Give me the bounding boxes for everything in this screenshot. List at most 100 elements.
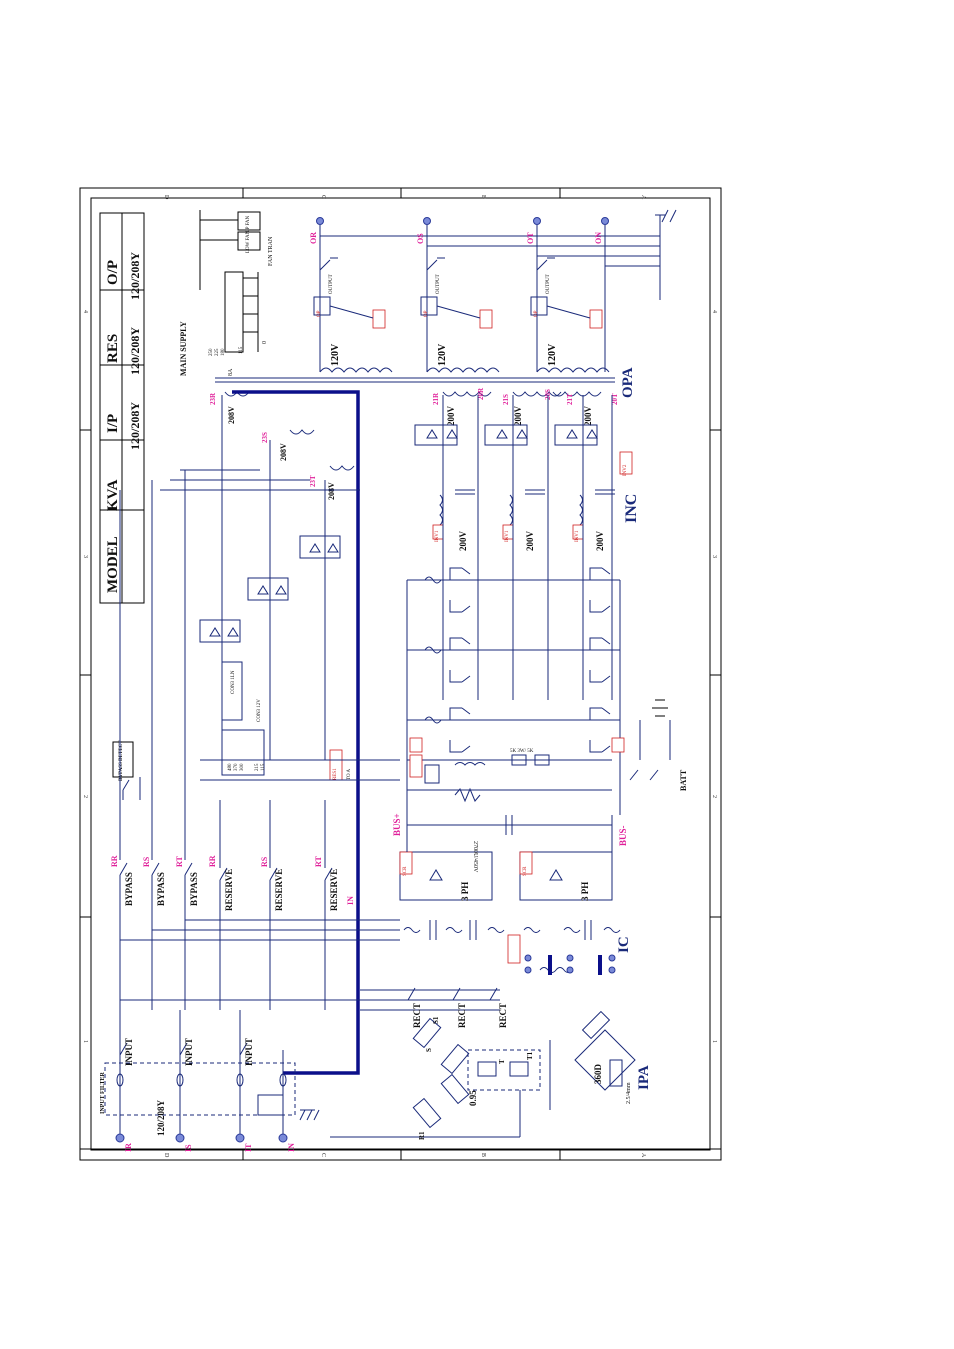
bridge-label: 3 PH (580, 882, 590, 901)
border-bottom-col: D (163, 1153, 169, 1158)
ct-label: T (498, 1059, 506, 1064)
reserve-phase: RS (260, 856, 269, 867)
bypass-detect-label: BYPASS DETECT (119, 740, 124, 781)
inv2-tag: INV2 (623, 464, 628, 476)
res-tap: 23T (309, 475, 317, 487)
bypass-phase: RR (110, 855, 119, 867)
up-fan-tag: UP FAN (246, 216, 251, 233)
output-terminal-ot: OT (526, 232, 535, 244)
inc-volt: 200V (583, 406, 593, 427)
res1-tag: RES1 (333, 768, 338, 780)
neutral-bus-wire (232, 390, 360, 1075)
input-terminal-is: IS (184, 1144, 193, 1152)
ct-label: R1 (418, 1131, 426, 1140)
border-left-row: 1 (82, 1040, 88, 1043)
res-value: 120/208Y (128, 327, 142, 375)
tap-180: 180 (221, 348, 226, 356)
op-fuse-tag: OP (317, 310, 322, 317)
low-fan-tag: LOW FAN (246, 230, 251, 253)
lower-box-tag: CON3 1LN (231, 670, 236, 694)
scr-tag: SCR (523, 866, 528, 876)
input-terminal-it: IT (244, 1143, 253, 1152)
border-bottom-col: A (640, 1153, 646, 1158)
input-section: IR IS IT IN INPUT FILTER 120/208Y INPUT … (100, 1010, 320, 1152)
op-value: 120/208Y (128, 252, 142, 300)
to-a-tag: TO A (347, 768, 352, 780)
input-filter-label: INPUT FILTER (100, 1071, 106, 1114)
bypass-reserve-switches: RR RS RT RR RS RT IN BYPASS BYPASS BYPAS… (110, 470, 400, 1010)
tap-0: 0 (262, 341, 268, 344)
reserve-phase: RR (208, 855, 217, 867)
ct-label: S1 (432, 1016, 440, 1024)
reserve-switch-label: RESERVE (224, 869, 234, 911)
input-switch-label: INPUT (124, 1038, 134, 1066)
bypass-phase: RS (142, 856, 151, 867)
drawing-frame (79, 187, 722, 1161)
model-header: MODEL (105, 536, 121, 593)
bypass-detect: BYPASS DETECT (112, 740, 141, 800)
ipa-section: S1 S R1 T T1 0.95 360D 2.5/4mm IPA (330, 1010, 652, 1140)
inc-cap-volt: 200V (458, 531, 468, 552)
supply-fuse-label: 8A (228, 368, 234, 376)
inc-tap: 20T (611, 393, 619, 405)
bus-minus-label: BUS- (618, 825, 628, 846)
kva-header: KVA (105, 479, 121, 511)
inc-volt: 200V (513, 406, 523, 427)
border-top-col: B (480, 195, 486, 199)
border-left-row: 3 (82, 555, 88, 558)
bypass-switch-label: BYPASS (189, 872, 199, 906)
bypass-switch-label: BYPASS (124, 872, 134, 906)
inc-volt: 200V (446, 406, 456, 427)
dc-bus-section: 2700U/450V BUS+ BUS- 5K 3W/ 5K BATT (392, 699, 688, 873)
opa-volt: 120V (330, 343, 341, 366)
bypass-phase: RT (175, 856, 184, 867)
reserve-switch-label: RESERVE (329, 869, 339, 911)
scr-tag: SCR (403, 866, 408, 876)
inc-tap: 20S (544, 389, 552, 400)
inv1-tag: INV1 (505, 530, 510, 542)
res-header: RES (105, 334, 121, 363)
res-volt: 208V (227, 406, 236, 424)
output-terminal-os: OS (416, 233, 425, 244)
batt-label: BATT (679, 769, 688, 791)
reserve-neutral: IN (346, 896, 355, 905)
main-supply-label: MAIN SUPPLY (179, 321, 188, 376)
ipa-label: IPA (636, 1065, 652, 1090)
output-relay-label: OUTPUT (329, 274, 334, 294)
opa-volt: 120V (547, 343, 558, 366)
lower-box-tag: CON3 12V (257, 699, 262, 722)
res-tap: 23S (261, 432, 269, 443)
op-fuse-tag: OP (534, 310, 539, 317)
inc-tap: 20R (477, 387, 485, 400)
ip-header: I/P (105, 414, 121, 433)
lower-box-value: 215 (255, 763, 260, 771)
rect-switch-label: RECT (498, 1003, 508, 1028)
inv1-tag: INV1 (435, 530, 440, 542)
res-volt: 208V (279, 443, 288, 461)
op-fuse-tag: OP (424, 310, 429, 317)
input-voltage-label: 120/208Y (156, 1099, 166, 1136)
left-wiring (120, 469, 400, 1001)
tap-115: 115 (239, 346, 244, 354)
bus-res-label: 5K 3W/ 5K (510, 749, 534, 754)
output-relay-label: OUTPUT (436, 274, 441, 294)
bus-plus-label: BUS+ (392, 813, 402, 836)
output-terminal-or: OR (309, 232, 318, 244)
ipa-value-b: 2.5/4mm (626, 1082, 632, 1104)
reserve-phase: RT (314, 856, 323, 867)
input-switch-label: INPUT (184, 1038, 194, 1066)
main-supply-block: MAIN SUPPLY FAN TRAN UP FAN LOW FAN 8A 2… (179, 210, 274, 376)
reserve-transformer: 23R 23S 23T 208V 208V 208V 480 370 300 2… (199, 391, 355, 781)
border-left-row: 2 (82, 795, 88, 798)
rectifier-section: RECT RECT RECT IC 3 PH 3 PH (360, 851, 632, 1028)
reserve-switch-label: RESERVE (274, 869, 284, 911)
border-right-row: 2 (711, 795, 717, 798)
ct-label: T1 (526, 1051, 534, 1060)
inc-cap-volt: 200V (595, 531, 605, 552)
border-left-row: 4 (82, 310, 88, 313)
pf-label: 0.95 (468, 1090, 478, 1106)
fan-tran-label: FAN TRAN (268, 236, 274, 266)
inc-tap: 21R (432, 392, 440, 405)
rect-switch-label: RECT (412, 1003, 422, 1028)
